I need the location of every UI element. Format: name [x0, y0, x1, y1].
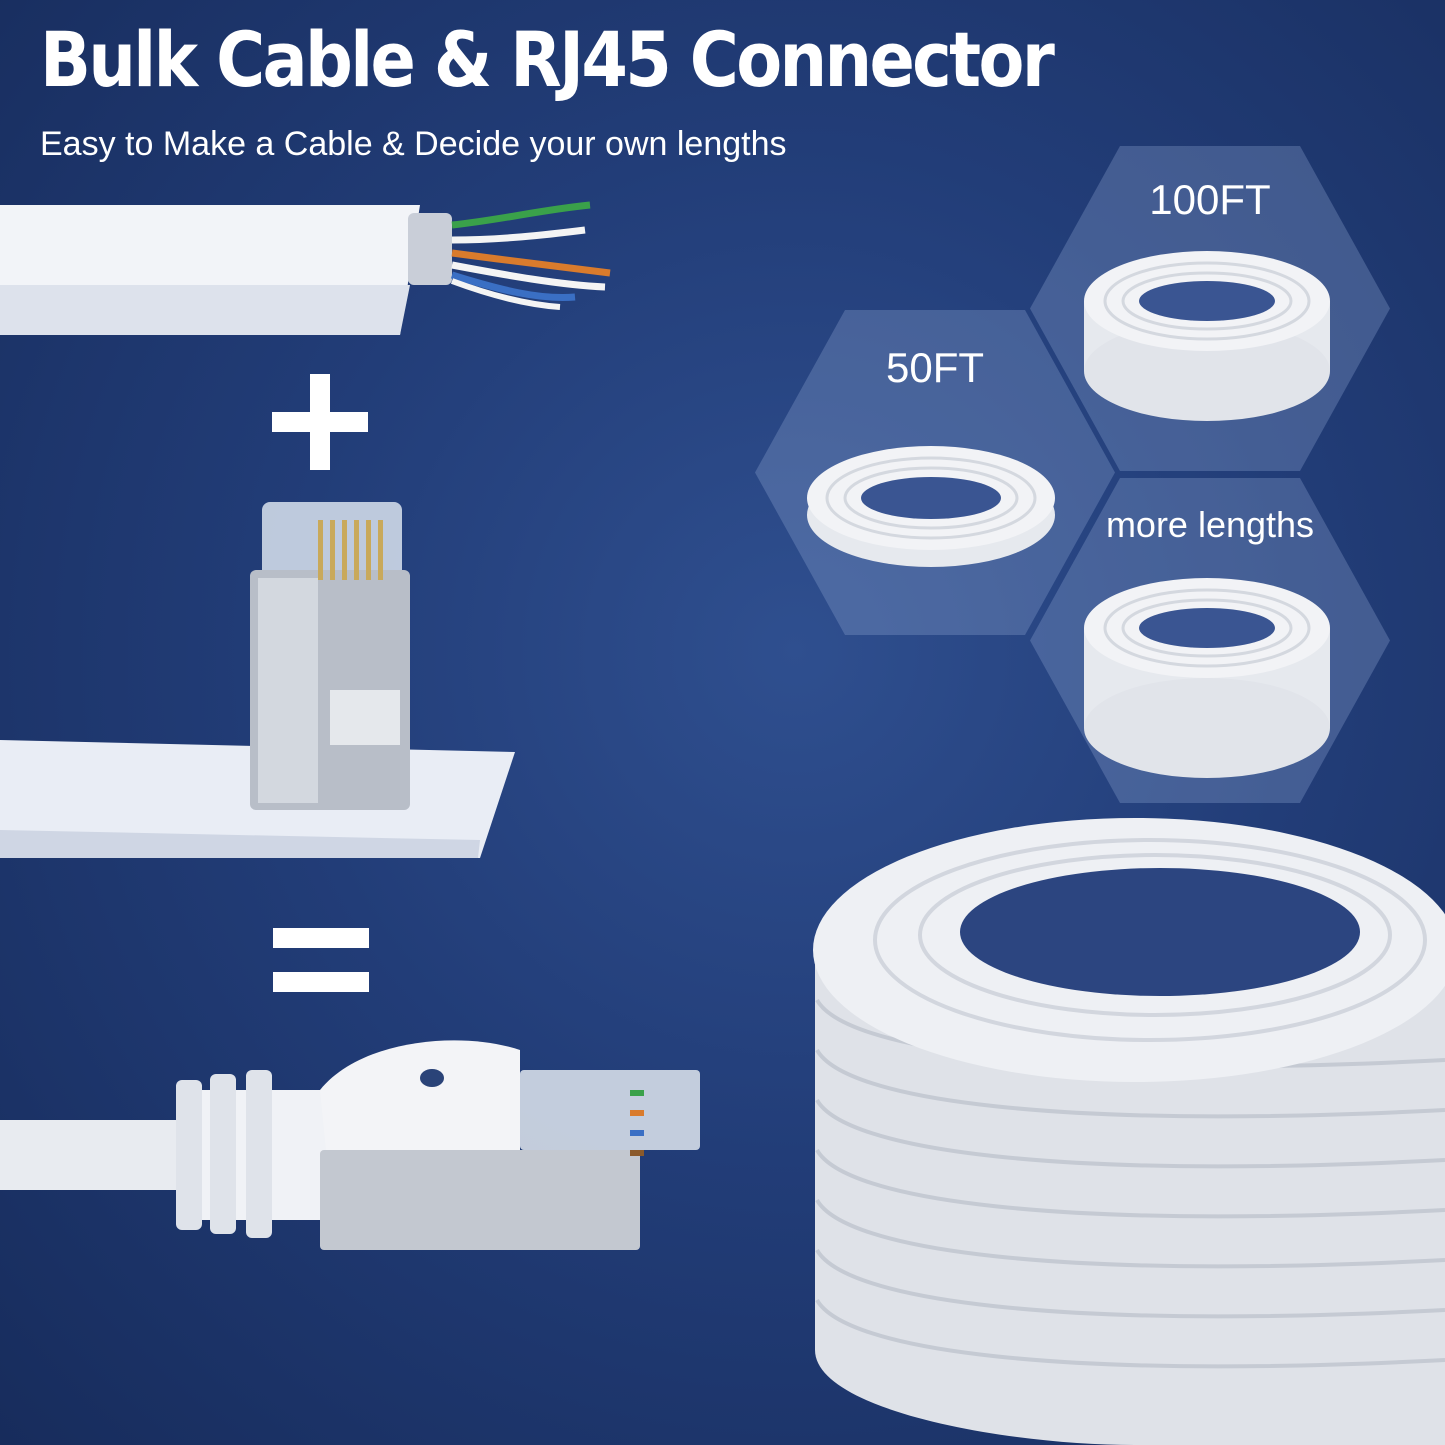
large-cable-coil-image	[813, 818, 1445, 1445]
equals-icon	[273, 928, 369, 992]
cable-coil-100ft-icon	[1084, 251, 1330, 421]
cable-coil-50ft-icon	[807, 446, 1055, 567]
page-title: Bulk Cable & RJ45 Connector	[40, 15, 1055, 104]
option-more-lengths: more lengths	[1030, 478, 1390, 803]
plus-icon	[272, 374, 368, 470]
rj45-connector-image	[0, 502, 515, 858]
bulk-cable-image	[0, 201, 611, 335]
option-more-lengths-label: more lengths	[1105, 504, 1315, 545]
option-100ft-label: 100FT	[1149, 176, 1271, 223]
option-50ft-label: 50FT	[885, 344, 985, 391]
patch-cable-end-image	[0, 1040, 700, 1250]
cable-coil-more-lengths-icon	[1084, 578, 1330, 778]
page-subtitle: Easy to Make a Cable & Decide your own l…	[40, 125, 787, 163]
